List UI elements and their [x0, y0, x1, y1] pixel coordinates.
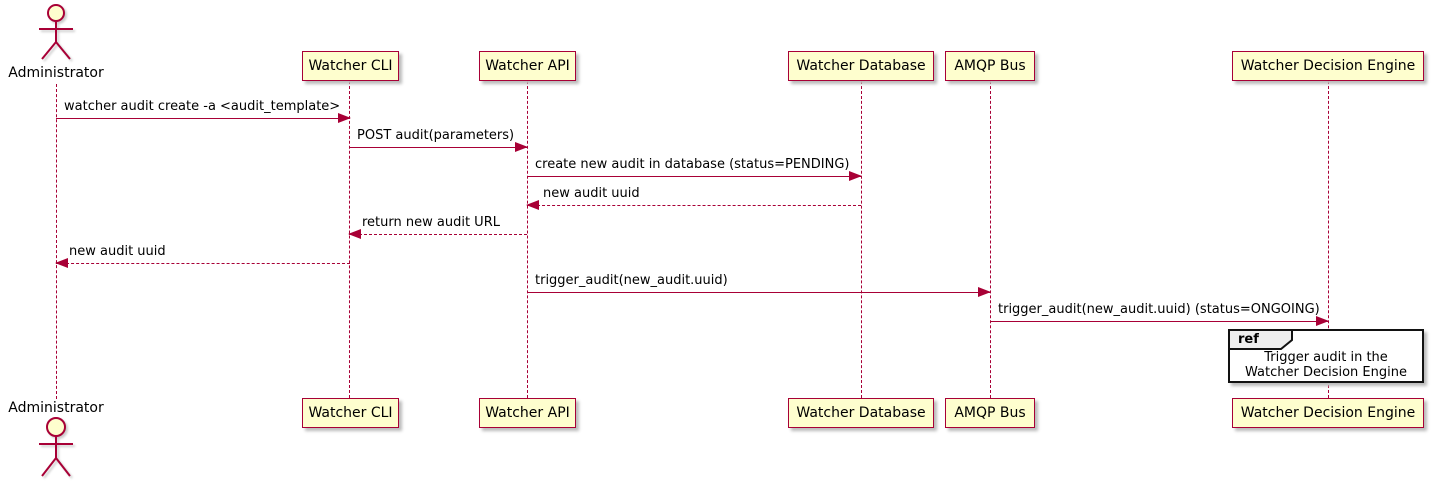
participant-watcher-database-top: Watcher Database — [788, 51, 934, 81]
participant-watcher-api-bottom: Watcher API — [479, 398, 576, 428]
message-label: return new audit URL — [362, 215, 500, 230]
participant-label: AMQP Bus — [954, 58, 1026, 74]
participant-label: Watcher CLI — [308, 58, 393, 74]
arrowhead-left-icon — [526, 200, 539, 210]
lifeline-watcher-database — [861, 81, 862, 398]
participant-watcher-decision-engine-top: Watcher Decision Engine — [1232, 51, 1424, 81]
participant-watcher-database-bottom: Watcher Database — [788, 398, 934, 428]
message-label: POST audit(parameters) — [357, 128, 515, 143]
message-label: trigger_audit(new_audit.uuid) (status=ON… — [998, 302, 1320, 317]
actor-administrator-top-label: Administrator — [8, 65, 104, 81]
arrowhead-left-icon — [55, 258, 68, 268]
lifeline-watcher-api — [527, 81, 528, 398]
participant-label: Watcher CLI — [308, 405, 393, 421]
actor-icon — [39, 4, 73, 60]
actor-icon — [39, 417, 73, 477]
message-line — [527, 292, 990, 293]
participant-amqp-bus-bottom: AMQP Bus — [945, 398, 1035, 428]
arrowhead-right-icon — [849, 171, 862, 181]
participant-label: Watcher Decision Engine — [1240, 58, 1416, 74]
ref-text-line1: Trigger audit in the — [1264, 350, 1388, 365]
message-label: new audit uuid — [69, 244, 166, 259]
ref-text-line2: Watcher Decision Engine — [1245, 365, 1407, 380]
message-line — [56, 263, 350, 264]
ref-keyword: ref — [1238, 332, 1259, 347]
participant-label: AMQP Bus — [954, 405, 1026, 421]
message-label: trigger_audit(new_audit.uuid) — [535, 273, 728, 288]
arrowhead-right-icon — [1316, 316, 1329, 326]
message-line — [349, 147, 527, 148]
arrowhead-right-icon — [515, 142, 528, 152]
message-label: create new audit in database (status=PEN… — [535, 157, 850, 172]
message-line — [527, 176, 861, 177]
ref-header-shape — [1228, 329, 1293, 350]
participant-label: Watcher API — [485, 58, 570, 74]
message-line — [349, 234, 527, 235]
message-line — [990, 321, 1328, 322]
participant-label: Watcher Database — [796, 405, 926, 421]
arrowhead-left-icon — [348, 229, 361, 239]
lifeline-amqp-bus — [990, 81, 991, 398]
participant-label: Watcher Decision Engine — [1240, 405, 1416, 421]
actor-administrator-bottom-label: Administrator — [8, 400, 104, 416]
message-line — [527, 205, 861, 206]
message-label: watcher audit create -a <audit_template> — [64, 99, 341, 114]
message-label: new audit uuid — [543, 186, 640, 201]
participant-watcher-cli-bottom: Watcher CLI — [302, 398, 399, 428]
message-line — [56, 118, 350, 119]
lifeline-watcher-decision-engine — [1328, 81, 1329, 398]
lifeline-watcher-cli — [349, 81, 350, 398]
arrowhead-right-icon — [978, 287, 991, 297]
participant-label: Watcher API — [485, 405, 570, 421]
participant-watcher-decision-engine-bottom: Watcher Decision Engine — [1232, 398, 1424, 428]
arrowhead-right-icon — [338, 113, 351, 123]
ref-text: Trigger audit in the Watcher Decision En… — [1230, 350, 1422, 380]
participant-amqp-bus-top: AMQP Bus — [945, 51, 1035, 81]
participant-label: Watcher Database — [796, 58, 926, 74]
participant-watcher-cli-top: Watcher CLI — [302, 51, 399, 81]
participant-watcher-api-top: Watcher API — [479, 51, 576, 81]
lifeline-administrator — [56, 84, 57, 399]
ref-fragment: ref Trigger audit in the Watcher Decisio… — [1228, 329, 1424, 383]
